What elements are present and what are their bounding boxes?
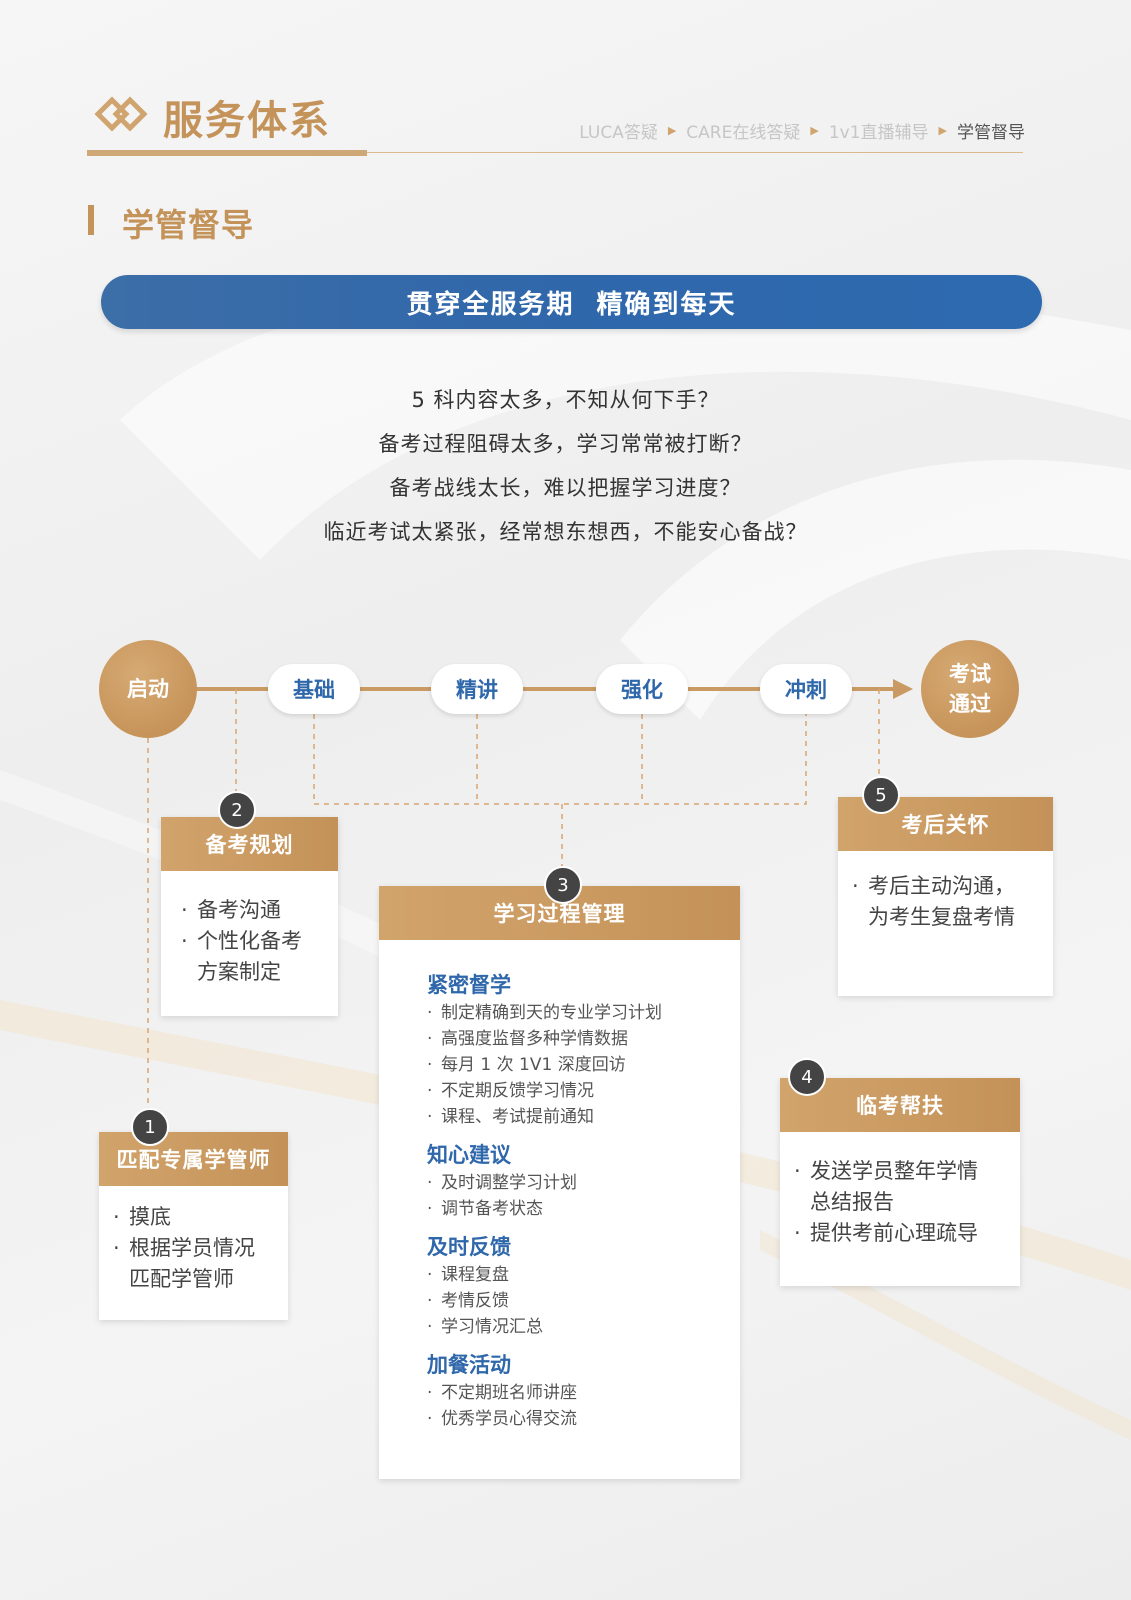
stage-label: 冲刺 xyxy=(785,678,827,702)
list-item: ·不定期班名师讲座 xyxy=(427,1383,577,1403)
list-item: 总结报告 xyxy=(810,1190,894,1214)
question-4: 临近考试太紧张，经常想东想西，不能安心备战？ xyxy=(323,520,808,544)
step-2-title: 备考规划 xyxy=(161,817,338,871)
stage-intensive: 精讲 xyxy=(431,664,523,714)
step-2-body: ·备考沟通 ·个性化备考 方案制定 xyxy=(161,871,338,1006)
timeline-end-label-2: 通过 xyxy=(949,692,991,716)
list-item: ·个性化备考 xyxy=(181,929,302,953)
list-item: ·不定期反馈学习情况 xyxy=(427,1081,594,1101)
list-item: ·每月 1 次 1V1 深度回访 xyxy=(427,1055,626,1075)
list-item: ·调节备考状态 xyxy=(427,1199,543,1219)
list-item: 方案制定 xyxy=(197,960,281,984)
step-1-card: 匹配专属学管师 ·摸底 ·根据学员情况 匹配学管师 xyxy=(99,1132,288,1320)
chevron-right-icon: ▶ xyxy=(667,124,677,137)
list-item: ·摸底 xyxy=(113,1205,171,1229)
stage-sprint: 冲刺 xyxy=(760,664,852,714)
header-divider xyxy=(87,152,1023,153)
step-4-card: 临考帮扶 ·发送学员整年学情 总结报告 ·提供考前心理疏导 xyxy=(780,1078,1020,1286)
stage-basic: 基础 xyxy=(268,664,360,714)
step-3-body: 紧密督学 ·制定精确到天的专业学习计划 ·高强度监督多种学情数据 ·每月 1 次… xyxy=(379,940,740,1458)
group-title: 知心建议 xyxy=(427,1143,511,1167)
pain-point-questions: 5 科内容太多，不知从何下手？ 备考过程阻碍太多，学习常常被打断？ 备考战线太长… xyxy=(0,378,1131,554)
group-extra-activities: 加餐活动 ·不定期班名师讲座 ·优秀学员心得交流 xyxy=(427,1350,720,1432)
section-title: 学管督导 xyxy=(122,206,255,244)
step-1-body: ·摸底 ·根据学员情况 匹配学管师 xyxy=(99,1186,288,1313)
breadcrumb-item-current: 学管督导 xyxy=(957,123,1025,143)
group-feedback: 及时反馈 ·课程复盘 ·考情反馈 ·学习情况汇总 xyxy=(427,1232,720,1340)
list-item: ·制定精确到天的专业学习计划 xyxy=(427,1003,662,1023)
stage-label: 强化 xyxy=(621,678,663,702)
step-1-title: 匹配专属学管师 xyxy=(99,1132,288,1186)
list-item: ·提供考前心理疏导 xyxy=(794,1221,978,1245)
list-item: ·学习情况汇总 xyxy=(427,1317,543,1337)
list-item: ·及时调整学习计划 xyxy=(427,1173,577,1193)
list-item: 为考生复盘考情 xyxy=(868,905,1015,929)
list-item: ·课程、考试提前通知 xyxy=(427,1107,594,1127)
stage-label: 基础 xyxy=(293,678,335,702)
timeline-start-label: 启动 xyxy=(127,677,169,701)
breadcrumb-item-live[interactable]: 1v1直播辅导 xyxy=(828,123,929,143)
breadcrumb-item-luca[interactable]: LUCA答疑 xyxy=(579,123,658,143)
header-divider-accent xyxy=(87,150,367,156)
page-title: 服务体系 xyxy=(163,98,331,144)
list-item: ·考后主动沟通， xyxy=(852,874,1015,898)
timeline-end-node: 考试 通过 xyxy=(921,640,1019,738)
slogan-text: 贯穿全服务期 精确到每天 xyxy=(406,289,737,320)
slogan-banner: 贯穿全服务期 精确到每天 xyxy=(101,275,1042,329)
step-3-card: 学习过程管理 紧密督学 ·制定精确到天的专业学习计划 ·高强度监督多种学情数据 … xyxy=(379,886,740,1479)
group-title: 加餐活动 xyxy=(427,1353,511,1377)
step-4-badge: 4 xyxy=(788,1058,826,1096)
section-marker xyxy=(88,205,94,235)
group-close-supervision: 紧密督学 ·制定精确到天的专业学习计划 ·高强度监督多种学情数据 ·每月 1 次… xyxy=(427,970,720,1130)
list-item: ·根据学员情况 xyxy=(113,1236,255,1260)
step-1-badge: 1 xyxy=(131,1108,169,1146)
list-item: 匹配学管师 xyxy=(129,1267,234,1291)
step-5-card: 考后关怀 ·考后主动沟通， 为考生复盘考情 xyxy=(838,797,1053,996)
chevron-right-icon: ▶ xyxy=(810,124,819,137)
list-item: ·高强度监督多种学情数据 xyxy=(427,1029,628,1049)
list-item: ·发送学员整年学情 xyxy=(794,1159,978,1183)
question-1: 5 科内容太多，不知从何下手？ xyxy=(411,388,720,412)
question-2: 备考过程阻碍太多，学习常常被打断？ xyxy=(378,432,753,456)
list-item: ·考情反馈 xyxy=(427,1291,509,1311)
step-5-body: ·考后主动沟通， 为考生复盘考情 xyxy=(838,851,1053,951)
list-item: ·优秀学员心得交流 xyxy=(427,1409,577,1429)
step-5-badge: 5 xyxy=(862,776,900,814)
timeline-start-node: 启动 xyxy=(99,640,197,738)
stage-strengthen: 强化 xyxy=(596,664,688,714)
chevron-right-icon: ▶ xyxy=(938,124,947,137)
group-advice: 知心建议 ·及时调整学习计划 ·调节备考状态 xyxy=(427,1140,720,1222)
step-3-badge: 3 xyxy=(544,866,582,904)
step-2-badge: 2 xyxy=(218,791,256,829)
double-diamond-icon xyxy=(94,96,148,132)
list-item: ·备考沟通 xyxy=(181,898,281,922)
breadcrumb-item-care[interactable]: CARE在线答疑 xyxy=(686,123,801,143)
list-item: ·课程复盘 xyxy=(427,1265,509,1285)
question-3: 备考战线太长，难以把握学习进度？ xyxy=(389,476,742,500)
timeline-end-label-1: 考试 xyxy=(949,662,991,686)
step-4-body: ·发送学员整年学情 总结报告 ·提供考前心理疏导 xyxy=(780,1132,1020,1267)
breadcrumb: LUCA答疑 ▶ CARE在线答疑 ▶ 1v1直播辅导 ▶ 学管督导 xyxy=(579,118,1025,143)
stage-label: 精讲 xyxy=(456,678,498,702)
group-title: 紧密督学 xyxy=(427,973,511,997)
step-2-card: 备考规划 ·备考沟通 ·个性化备考 方案制定 xyxy=(161,817,338,1016)
group-title: 及时反馈 xyxy=(427,1235,511,1259)
